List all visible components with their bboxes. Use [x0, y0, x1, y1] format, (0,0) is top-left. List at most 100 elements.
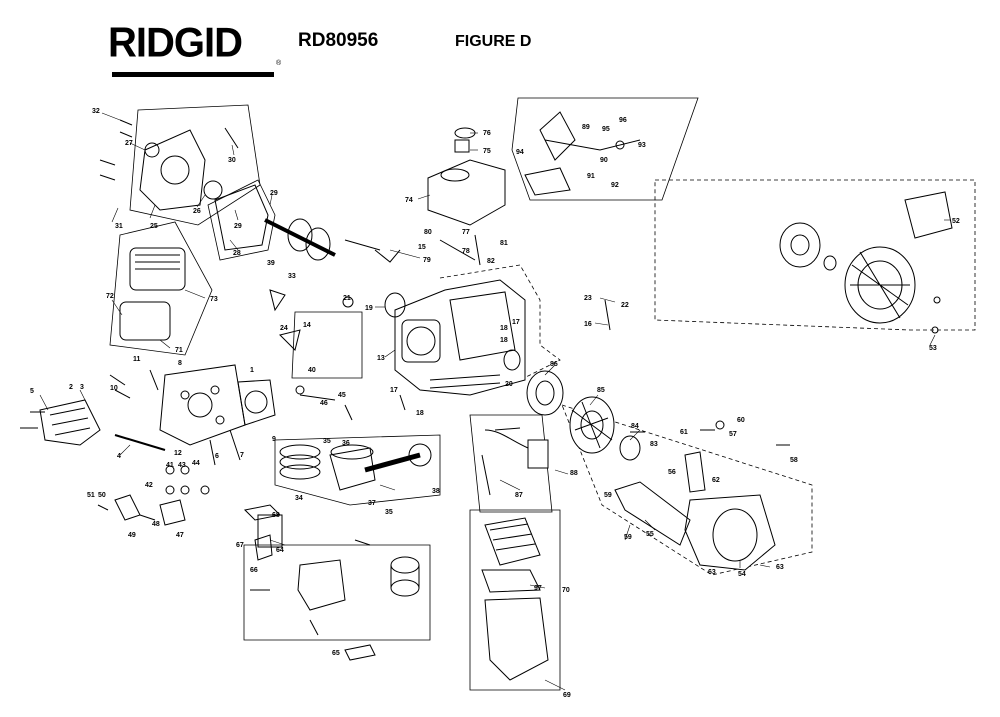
brand-wordmark: RIDGID: [108, 19, 243, 67]
piston-rings: [279, 444, 321, 480]
part-label-23: 23: [584, 295, 592, 302]
part-label-78: 78: [462, 248, 470, 255]
cooling-fan: [569, 396, 615, 454]
logo-underline: [112, 72, 274, 77]
part-label-29b: 29: [234, 223, 242, 230]
part-label-59b: 59: [624, 534, 632, 541]
part-label-44: 44: [192, 460, 200, 467]
part-label-96: 96: [619, 117, 627, 124]
part-label-64: 64: [276, 547, 284, 554]
part-label-69: 69: [563, 692, 571, 699]
part-label-67: 67: [236, 542, 244, 549]
part-label-20: 20: [505, 381, 513, 388]
part-label-3: 3: [80, 384, 84, 391]
part-label-29a: 29: [270, 190, 278, 197]
valve-cover: [119, 247, 186, 341]
governor-linkage: [524, 111, 641, 196]
part-label-36: 36: [342, 440, 350, 447]
part-label-49: 49: [128, 532, 136, 539]
part-label-55: 55: [646, 531, 654, 538]
part-label-32: 32: [92, 108, 100, 115]
governor-group-outline: [511, 97, 699, 201]
part-label-37: 37: [368, 500, 376, 507]
part-label-26: 26: [193, 208, 201, 215]
part-label-48: 48: [152, 521, 160, 528]
part-label-6: 6: [215, 453, 219, 460]
fan-cover-group-outline: [561, 404, 813, 576]
part-label-70: 70: [562, 587, 570, 594]
part-label-17b: 17: [390, 387, 398, 394]
part-label-27: 27: [125, 140, 133, 147]
carburetor: [257, 514, 420, 661]
part-label-93: 93: [638, 142, 646, 149]
part-label-52: 52: [952, 218, 960, 225]
ridgid-logo: RIDGID ®: [108, 19, 281, 78]
gasket-group-outline: [207, 179, 276, 261]
head-gasket-bore: [244, 390, 268, 414]
crankcase-cover: [139, 129, 223, 211]
part-label-86: 86: [550, 361, 558, 368]
part-label-43: 43: [178, 462, 186, 469]
part-label-13: 13: [377, 355, 385, 362]
head-gasket: [237, 379, 276, 426]
crankcase-cover-group-outline: [129, 104, 261, 226]
figure-title: FIGURE D: [455, 33, 532, 50]
part-label-10: 10: [110, 385, 118, 392]
part-label-9: 9: [272, 436, 276, 443]
model-number: RD80956: [298, 30, 379, 51]
part-label-83: 83: [650, 441, 658, 448]
part-label-85: 85: [597, 387, 605, 394]
air-shroud: [614, 481, 691, 546]
part-label-56: 56: [668, 469, 676, 476]
ignition-coil-group-outline: [469, 414, 553, 513]
part-label-65: 65: [332, 650, 340, 657]
part-label-18c: 18: [416, 410, 424, 417]
part-label-15: 15: [418, 244, 426, 251]
part-label-7: 7: [240, 452, 244, 459]
flywheel: [526, 370, 564, 416]
cylinder-head-cover-group-outline: [109, 221, 213, 356]
part-label-14: 14: [303, 322, 311, 329]
part-label-60: 60: [737, 417, 745, 424]
fan-cover: [684, 494, 776, 571]
part-label-59a: 59: [604, 492, 612, 499]
part-label-28: 28: [233, 250, 241, 257]
part-label-81: 81: [500, 240, 508, 247]
part-label-72: 72: [106, 293, 114, 300]
part-label-95: 95: [602, 126, 610, 133]
carburetor-insulator: [257, 514, 283, 548]
part-label-90: 90: [600, 157, 608, 164]
part-label-97: 97: [534, 585, 542, 592]
part-label-35a: 35: [323, 438, 331, 445]
part-label-54: 54: [738, 571, 746, 578]
part-label-58: 58: [790, 457, 798, 464]
part-label-50: 50: [98, 492, 106, 499]
part-label-11: 11: [133, 356, 141, 363]
part-label-21: 21: [343, 295, 351, 302]
fuel-tank: [427, 127, 506, 226]
part-label-22: 22: [621, 302, 629, 309]
part-label-30: 30: [228, 157, 236, 164]
part-label-5: 5: [30, 388, 34, 395]
part-label-92: 92: [611, 182, 619, 189]
rocker-cover: [39, 399, 101, 446]
part-label-2: 2: [69, 384, 73, 391]
air-filter: [481, 517, 549, 681]
part-label-1: 1: [250, 367, 254, 374]
part-label-4: 4: [117, 453, 121, 460]
cylinder-head: [159, 364, 246, 446]
starter-cup: [619, 435, 641, 461]
part-label-24: 24: [280, 325, 288, 332]
part-label-94: 94: [516, 149, 524, 156]
crankcase-gasket: [214, 184, 269, 251]
engine-block-dashed-outline: [439, 264, 561, 381]
part-label-25: 25: [150, 223, 158, 230]
leader-lines: [39, 112, 950, 691]
part-label-77: 77: [462, 229, 470, 236]
piston: [329, 444, 376, 491]
fasteners: [20, 119, 941, 636]
part-label-61: 61: [680, 429, 688, 436]
part-label-33: 33: [288, 273, 296, 280]
